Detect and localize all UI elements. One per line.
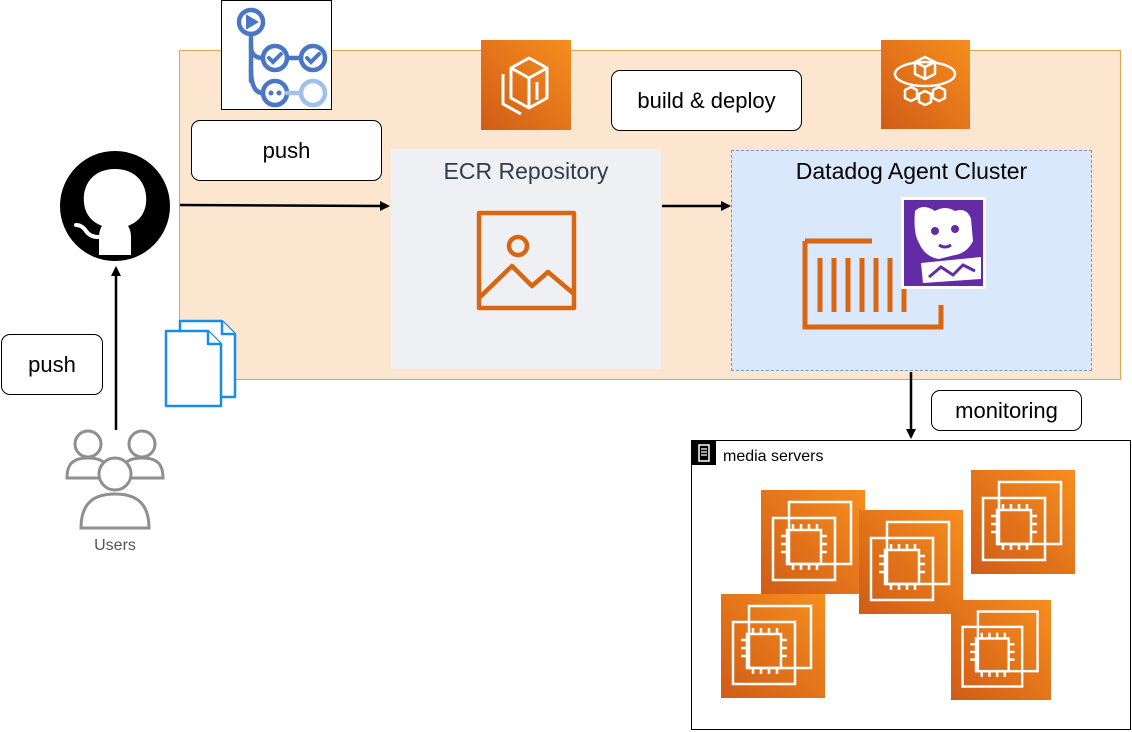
- server-icon: [692, 441, 716, 465]
- github-icon: [60, 151, 170, 261]
- users-icon: [63, 428, 167, 531]
- users-label: Users: [94, 537, 136, 554]
- ecr-service-icon: [481, 40, 571, 130]
- ec2-instance-icon: [721, 594, 825, 698]
- container-image-icon: [476, 210, 577, 311]
- build-deploy-label: build & deploy: [611, 70, 802, 131]
- container-icon: [802, 238, 944, 330]
- documents-icon: [164, 319, 237, 408]
- datadog-agent-cluster-title: Datadog Agent Cluster: [795, 158, 1028, 184]
- ecr-repository-group: [391, 149, 661, 369]
- monitoring-label: monitoring: [931, 390, 1082, 431]
- push-label-left: push: [1, 334, 103, 395]
- ec2-instance-icon: [971, 470, 1075, 574]
- media-servers-title: media servers: [723, 448, 824, 465]
- push-label-top: push: [191, 120, 382, 181]
- ec2-instance-icon: [859, 510, 963, 614]
- ec2-instance-icon: [951, 600, 1051, 700]
- datadog-icon: [901, 197, 986, 289]
- ecr-repository-title: ECR Repository: [443, 158, 609, 184]
- github-to-ecr-arrow: [179, 200, 390, 211]
- ec2-instance-icon: [761, 490, 865, 594]
- ecs-service-icon: [881, 40, 970, 129]
- github-actions-workflow-icon: [221, 0, 332, 110]
